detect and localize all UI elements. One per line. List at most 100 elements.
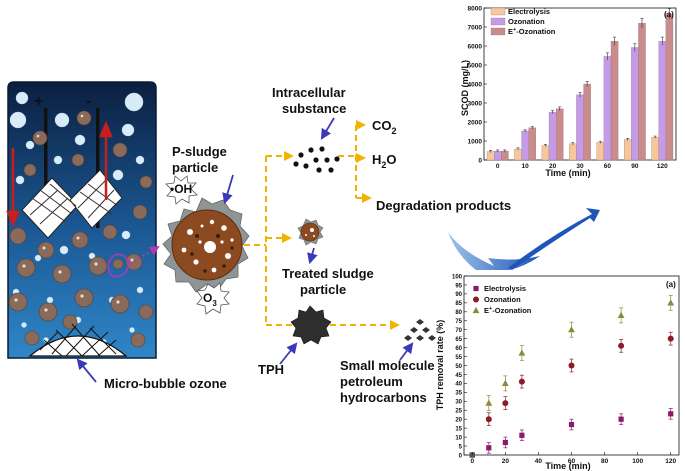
zoom-link-line [129, 245, 160, 265]
p-sludge-label-line1: P-sludge [172, 144, 227, 159]
tph-y-tick-label: 20 [455, 418, 462, 424]
tph-y-tick-label: 50 [455, 364, 462, 370]
h2o-label: H2O [372, 152, 397, 170]
scod-bar [583, 83, 591, 161]
scod-y-tick-label: 5000 [468, 63, 483, 70]
scod-bar [665, 13, 674, 161]
tph-label: TPH [258, 362, 284, 377]
tph-y-tick-label: 70 [455, 328, 462, 334]
plus-sign: + [34, 93, 43, 110]
scod-legend-swatch [490, 17, 506, 26]
tph-data-point [485, 416, 492, 423]
scod-y-tick-label: 1000 [468, 139, 483, 146]
scod-x-tick-label: 120 [657, 163, 668, 170]
tph-x-tick-label: 0 [470, 458, 474, 465]
tph-legend-marker [472, 306, 480, 314]
scod-bar [658, 41, 667, 161]
tph-data-point [486, 445, 492, 451]
scod-bar [651, 137, 659, 161]
scod-bar [493, 150, 502, 161]
electrode-mesh [21, 169, 123, 239]
scod-bar [624, 139, 632, 161]
tph-y-tick-label: 40 [455, 382, 462, 388]
degradation-label: Degradation products [376, 198, 511, 213]
small-molecule-arrow [399, 342, 414, 361]
tph-y-tick-label: 75 [455, 319, 462, 325]
o3-label: O3 [203, 291, 217, 308]
scod-y-axis-label: SCOD (mg/L) [460, 60, 470, 116]
tph-data-point [667, 335, 674, 342]
hydroxyl-radical: •OH [165, 175, 198, 205]
highlight-outline [107, 253, 130, 278]
scod-x-tick-label: 10 [522, 163, 530, 170]
tph-data-point [518, 349, 526, 356]
tph-legend-label: Ozonation [484, 295, 521, 304]
intracellular-dots [293, 146, 340, 173]
scod-bar [610, 41, 619, 161]
scod-y-tick-label: 2000 [468, 120, 483, 127]
tph-x-axis-label: Time (min) [545, 461, 590, 471]
scod-bar [541, 145, 550, 161]
tph-y-tick-label: 100 [452, 274, 463, 280]
tph-x-tick-label: 80 [601, 458, 609, 465]
tph-legend-label: Electrolysis [484, 284, 526, 293]
scod-bar [555, 108, 564, 161]
tph-data-point [502, 439, 508, 446]
reaction-pathways [244, 120, 400, 330]
tph-y-tick-label: 15 [455, 426, 462, 432]
micro-bubble-label: Micro-bubble ozone [104, 376, 227, 391]
tph-x-tick-label: 100 [632, 458, 643, 465]
scod-chart-frame [461, 3, 680, 167]
tph-molecule [290, 305, 332, 345]
scod-bar [603, 56, 612, 161]
minus-sign: - [86, 93, 91, 110]
scod-x-tick-label: 90 [631, 163, 639, 170]
tph-data-point [618, 416, 624, 422]
tph-y-tick-label: 35 [455, 391, 462, 397]
tph-arrow [279, 342, 298, 365]
intracellular-arrow [320, 117, 335, 140]
scod-legend-swatch [490, 27, 506, 36]
scod-x-tick-label: 60 [604, 163, 612, 170]
tph-y-tick-label: 10 [455, 435, 462, 441]
tph-data-point [568, 326, 575, 333]
scod-y-tick-label: 7000 [468, 25, 483, 32]
tph-data-point [518, 378, 525, 385]
scod-legend-label: E+-Ozonation [508, 27, 556, 36]
intracellular-label-line2: substance [282, 101, 346, 116]
tph-y-tick-label: 5 [459, 444, 463, 450]
tph-y-tick-label: 30 [455, 400, 462, 406]
scod-bar [486, 151, 495, 161]
scod-bar [576, 94, 584, 161]
scod-bar [631, 47, 639, 161]
tph-x-tick-label: 60 [568, 458, 576, 465]
treated-label-line2: particle [300, 282, 346, 297]
tph-data-point [568, 362, 575, 369]
tph-y-tick-label: 25 [455, 409, 462, 415]
tph-data-point [617, 311, 625, 318]
cathode-electrode [96, 108, 100, 228]
scod-bar [548, 111, 557, 161]
scod-bar [521, 130, 529, 161]
tph-data-point [568, 421, 575, 428]
tph-data-point [519, 432, 525, 438]
scod-bar [514, 148, 522, 161]
scod-legend-label: Electrolysis [508, 7, 550, 16]
highlighted-particle [112, 258, 124, 270]
tph-legend-label: E+-Ozonation [484, 306, 532, 315]
small-label-line1: Small molecule [340, 358, 435, 373]
p-sludge-particle [162, 197, 250, 293]
particle-highlights [14, 114, 134, 312]
reactor-tank: + - [6, 81, 157, 359]
small-label-line2: petroleum [340, 374, 403, 389]
tph-chart-frame [436, 270, 683, 470]
scod-bar [596, 142, 605, 161]
scod-panel-label: (a) [664, 10, 674, 19]
tph-y-tick-label: 95 [455, 283, 462, 289]
scod-y-tick-label: 8000 [468, 6, 483, 13]
tph-y-tick-label: 0 [459, 453, 463, 459]
co2-label: CO2 [372, 118, 397, 136]
flow-arrows [6, 120, 113, 228]
oh-label: •OH [170, 182, 192, 196]
